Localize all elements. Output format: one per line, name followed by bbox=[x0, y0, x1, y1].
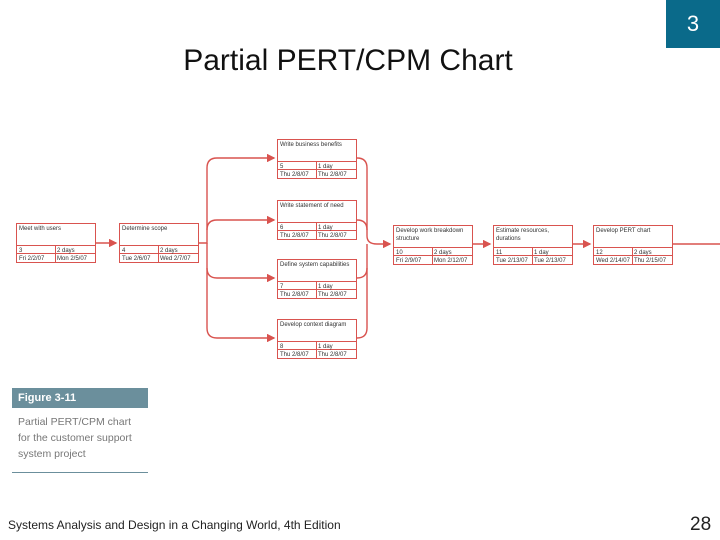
task-start: Thu 2/8/07 bbox=[280, 292, 309, 298]
task-end: Tue 2/13/07 bbox=[534, 258, 566, 264]
task-name: Define system capabilities bbox=[280, 262, 350, 268]
task-name: Develop PERT chart bbox=[596, 228, 651, 234]
task-duration: 2 days bbox=[434, 250, 452, 256]
task-duration: 1 day bbox=[318, 284, 333, 290]
task-start: Fri 2/2/07 bbox=[19, 256, 45, 262]
task-node-7: Define system capabilities 7 1 day Thu 2… bbox=[277, 259, 357, 299]
task-duration: 1 day bbox=[534, 250, 549, 256]
task-id: 8 bbox=[280, 344, 284, 350]
task-duration: 2 days bbox=[634, 250, 652, 256]
task-node-6: Write statement of need 6 1 day Thu 2/8/… bbox=[277, 200, 357, 240]
task-node-8: Develop context diagram 8 1 day Thu 2/8/… bbox=[277, 319, 357, 359]
task-end: Thu 2/8/07 bbox=[318, 172, 347, 178]
task-end: Mon 2/5/07 bbox=[57, 256, 88, 262]
task-end: Thu 2/8/07 bbox=[318, 352, 347, 358]
figure-caption: Figure 3-11 Partial PERT/CPM chart for t… bbox=[12, 388, 148, 473]
arrow-4-5 bbox=[199, 153, 276, 244]
task-id: 11 bbox=[496, 250, 503, 256]
slide-title: Partial PERT/CPM Chart bbox=[183, 44, 513, 77]
slide-number: 3 bbox=[666, 0, 720, 48]
task-start: Thu 2/8/07 bbox=[280, 352, 309, 358]
task-name: Meet with users bbox=[19, 226, 62, 232]
task-duration: 2 days bbox=[57, 248, 75, 254]
arrow-4-8 bbox=[206, 268, 276, 343]
task-end: Thu 2/15/07 bbox=[634, 258, 667, 264]
task-name: Develop context diagram bbox=[280, 322, 347, 328]
page-number: 28 bbox=[690, 514, 712, 535]
task-start: Tue 2/6/07 bbox=[122, 256, 151, 262]
task-start: Tue 2/13/07 bbox=[496, 258, 528, 264]
task-duration: 1 day bbox=[318, 164, 333, 170]
arrow-8-10 bbox=[356, 268, 368, 339]
task-end: Mon 2/12/07 bbox=[434, 258, 468, 264]
task-node-12: Develop PERT chart 12 2 days Wed 2/14/07… bbox=[593, 225, 673, 265]
task-id: 10 bbox=[396, 250, 403, 256]
figure-tag: Figure 3-11 bbox=[12, 388, 148, 408]
task-start: Wed 2/14/07 bbox=[596, 258, 630, 264]
arrow-4-6 bbox=[206, 215, 276, 231]
arrow-6-10 bbox=[356, 219, 368, 231]
task-id: 5 bbox=[280, 164, 284, 170]
task-duration: 1 day bbox=[318, 225, 333, 231]
task-name: Write statement of need bbox=[280, 203, 344, 209]
task-node-3: Meet with users 3 2 days Fri 2/2/07 Mon … bbox=[16, 223, 96, 263]
task-id: 6 bbox=[280, 225, 284, 231]
task-id: 12 bbox=[596, 250, 603, 256]
arrow-5-10 bbox=[356, 157, 392, 249]
task-node-4: Determine scope 4 2 days Tue 2/6/07 Wed … bbox=[119, 223, 199, 263]
task-node-10: Develop work breakdown structure 10 2 da… bbox=[393, 225, 473, 265]
task-node-5: Write business benefits 5 1 day Thu 2/8/… bbox=[277, 139, 357, 179]
figure-caption-text: Partial PERT/CPM chart for the customer … bbox=[12, 408, 148, 473]
arrow-7-10 bbox=[356, 244, 368, 279]
task-start: Fri 2/9/07 bbox=[396, 258, 422, 264]
task-start: Thu 2/8/07 bbox=[280, 172, 309, 178]
task-name: Estimate resources, durations bbox=[496, 228, 550, 242]
task-node-11: Estimate resources, durations 11 1 day T… bbox=[493, 225, 573, 265]
task-name: Write business benefits bbox=[280, 142, 342, 148]
task-name: Determine scope bbox=[122, 226, 168, 232]
task-id: 7 bbox=[280, 284, 284, 290]
task-id: 4 bbox=[122, 248, 126, 254]
task-end: Wed 2/7/07 bbox=[160, 256, 191, 262]
task-duration: 2 days bbox=[160, 248, 178, 254]
task-id: 3 bbox=[19, 248, 23, 254]
footer-text: Systems Analysis and Design in a Changin… bbox=[8, 518, 341, 532]
arrow-4-7 bbox=[206, 243, 276, 283]
task-duration: 1 day bbox=[318, 344, 333, 350]
task-start: Thu 2/8/07 bbox=[280, 233, 309, 239]
task-name: Develop work breakdown structure bbox=[396, 228, 464, 242]
task-end: Thu 2/8/07 bbox=[318, 292, 347, 298]
task-end: Thu 2/8/07 bbox=[318, 233, 347, 239]
